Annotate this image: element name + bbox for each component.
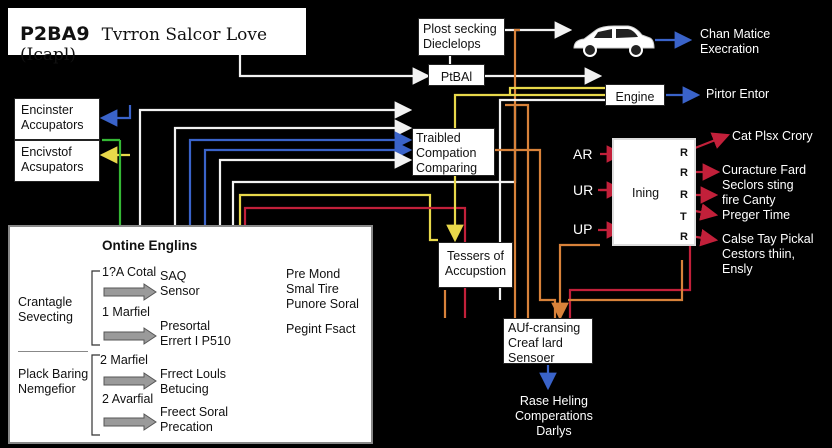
title-code: P2BA9 [20,23,90,45]
left-box-2: Encivstof Acsupators [14,140,100,182]
panel-row-2-label: Presortal Errert I P510 [160,319,231,348]
wire-orange-mod [551,243,600,321]
panel-row-3-num: 2 Marfiel [100,353,148,367]
plost-box-text: Plost secking Dieclelops [423,22,497,51]
wire-white-1 [138,101,413,225]
module-output-1: Cat Plsx Crory [732,129,813,143]
sensor-box: AUf-cransing Creaf lard Sensoer [503,318,593,365]
panel-group-1: Crantagle Sevecting [18,295,73,324]
wire-left1-blue [99,105,132,127]
ptbal-box: PtBAl [428,64,485,86]
wire-title-ptbal [238,55,431,85]
module-input-ur: UR [573,182,594,198]
gray-arrow-icon [103,283,157,301]
module-pin-5: R [680,231,688,243]
wire-orange-top2 [505,103,530,318]
panel-group-2: Plack Baring Nemgefior [18,367,89,396]
wire-mod-orange-right [568,260,684,302]
module-box: Ining R R R T R [612,138,696,246]
panel-row-4-num: 2 Avarfial [102,392,154,406]
panel-row-1-label: SAQ Sensor [160,269,200,298]
wire-yellow-engdown [446,93,605,243]
engine-arrow-label: Pirtor Entor [706,87,770,101]
title-text: Tvrron Salcor Love (Icapl) [20,25,268,65]
wire-white-2 [173,119,413,225]
wire-blue-1 [188,131,413,225]
sensor-box-text: AUf-cransing Creaf lard Sensoer [508,321,581,365]
panel-row-4-label: Freect Soral Precation [160,405,229,434]
wire-out-1 [689,132,731,152]
wire-yellow-1 [238,193,438,242]
module-pin-2: R [680,167,688,179]
wire-white-eng [498,98,605,300]
wire-orange-top [513,28,520,318]
left-box-2-text: Encivstof Acsupators [21,145,84,174]
gray-arrow-icon [103,327,157,345]
module-pin-1: R [680,147,688,159]
engine-label: Engine [615,90,655,104]
left-box-1-text: Encinster Accupators [21,103,84,132]
car-icon [573,25,655,57]
panel-out-2: Pegint Fsact [286,322,356,336]
online-engines-panel: Ontine Englins Crantagle Sevecting Plack… [8,225,373,444]
module-output-2: Curacture Fard Seclors sting fire Canty … [722,163,807,222]
testers-box-text: Tessers of Accupstion [444,249,507,278]
left-box-1: Encinster Accupators [14,98,100,140]
gray-arrow-icon [103,413,157,431]
bottom-label: Rase Heling Comperations Darlys [515,394,593,438]
wire-orange-comp [495,148,557,318]
panel-title: Ontine Englins [102,238,198,253]
panel-row-1-num: 1?A Cotal [102,265,157,279]
testers-box: Tessers of Accupstion [438,242,513,288]
panel-row-2-num: 1 Marfiel [102,305,150,319]
panel-row-3-label: Frrect Louls Betucing [160,367,226,396]
panel-bracket [91,270,100,436]
module-input-up: UP [573,221,593,237]
car-label: Chan Matice Execration [700,27,771,56]
computing-box-text: Traibled Compation Comparing [416,131,478,175]
engine-box: Engine [605,84,665,106]
gray-arrow-icon [103,372,157,390]
ptbal-text: PtBAl [440,70,473,84]
panel-out-1: Pre Mond Smal Tire Punore Soral [286,267,359,311]
panel-divider [18,351,88,352]
module-center: Ining [632,186,660,200]
module-pin-3: R [680,189,688,201]
module-pin-4: T [680,211,687,223]
computing-box: Traibled Compation Comparing [412,128,495,176]
plost-box: Plost secking Dieclelops [418,18,505,56]
wire-yellow-top [508,86,605,96]
wire-blue-2 [203,141,413,225]
wire-white-3 [218,151,413,225]
module-output-3: Calse Tay Pickal Cestors thiin, Ensly [722,232,814,276]
module-input-ar: AR [573,146,593,162]
